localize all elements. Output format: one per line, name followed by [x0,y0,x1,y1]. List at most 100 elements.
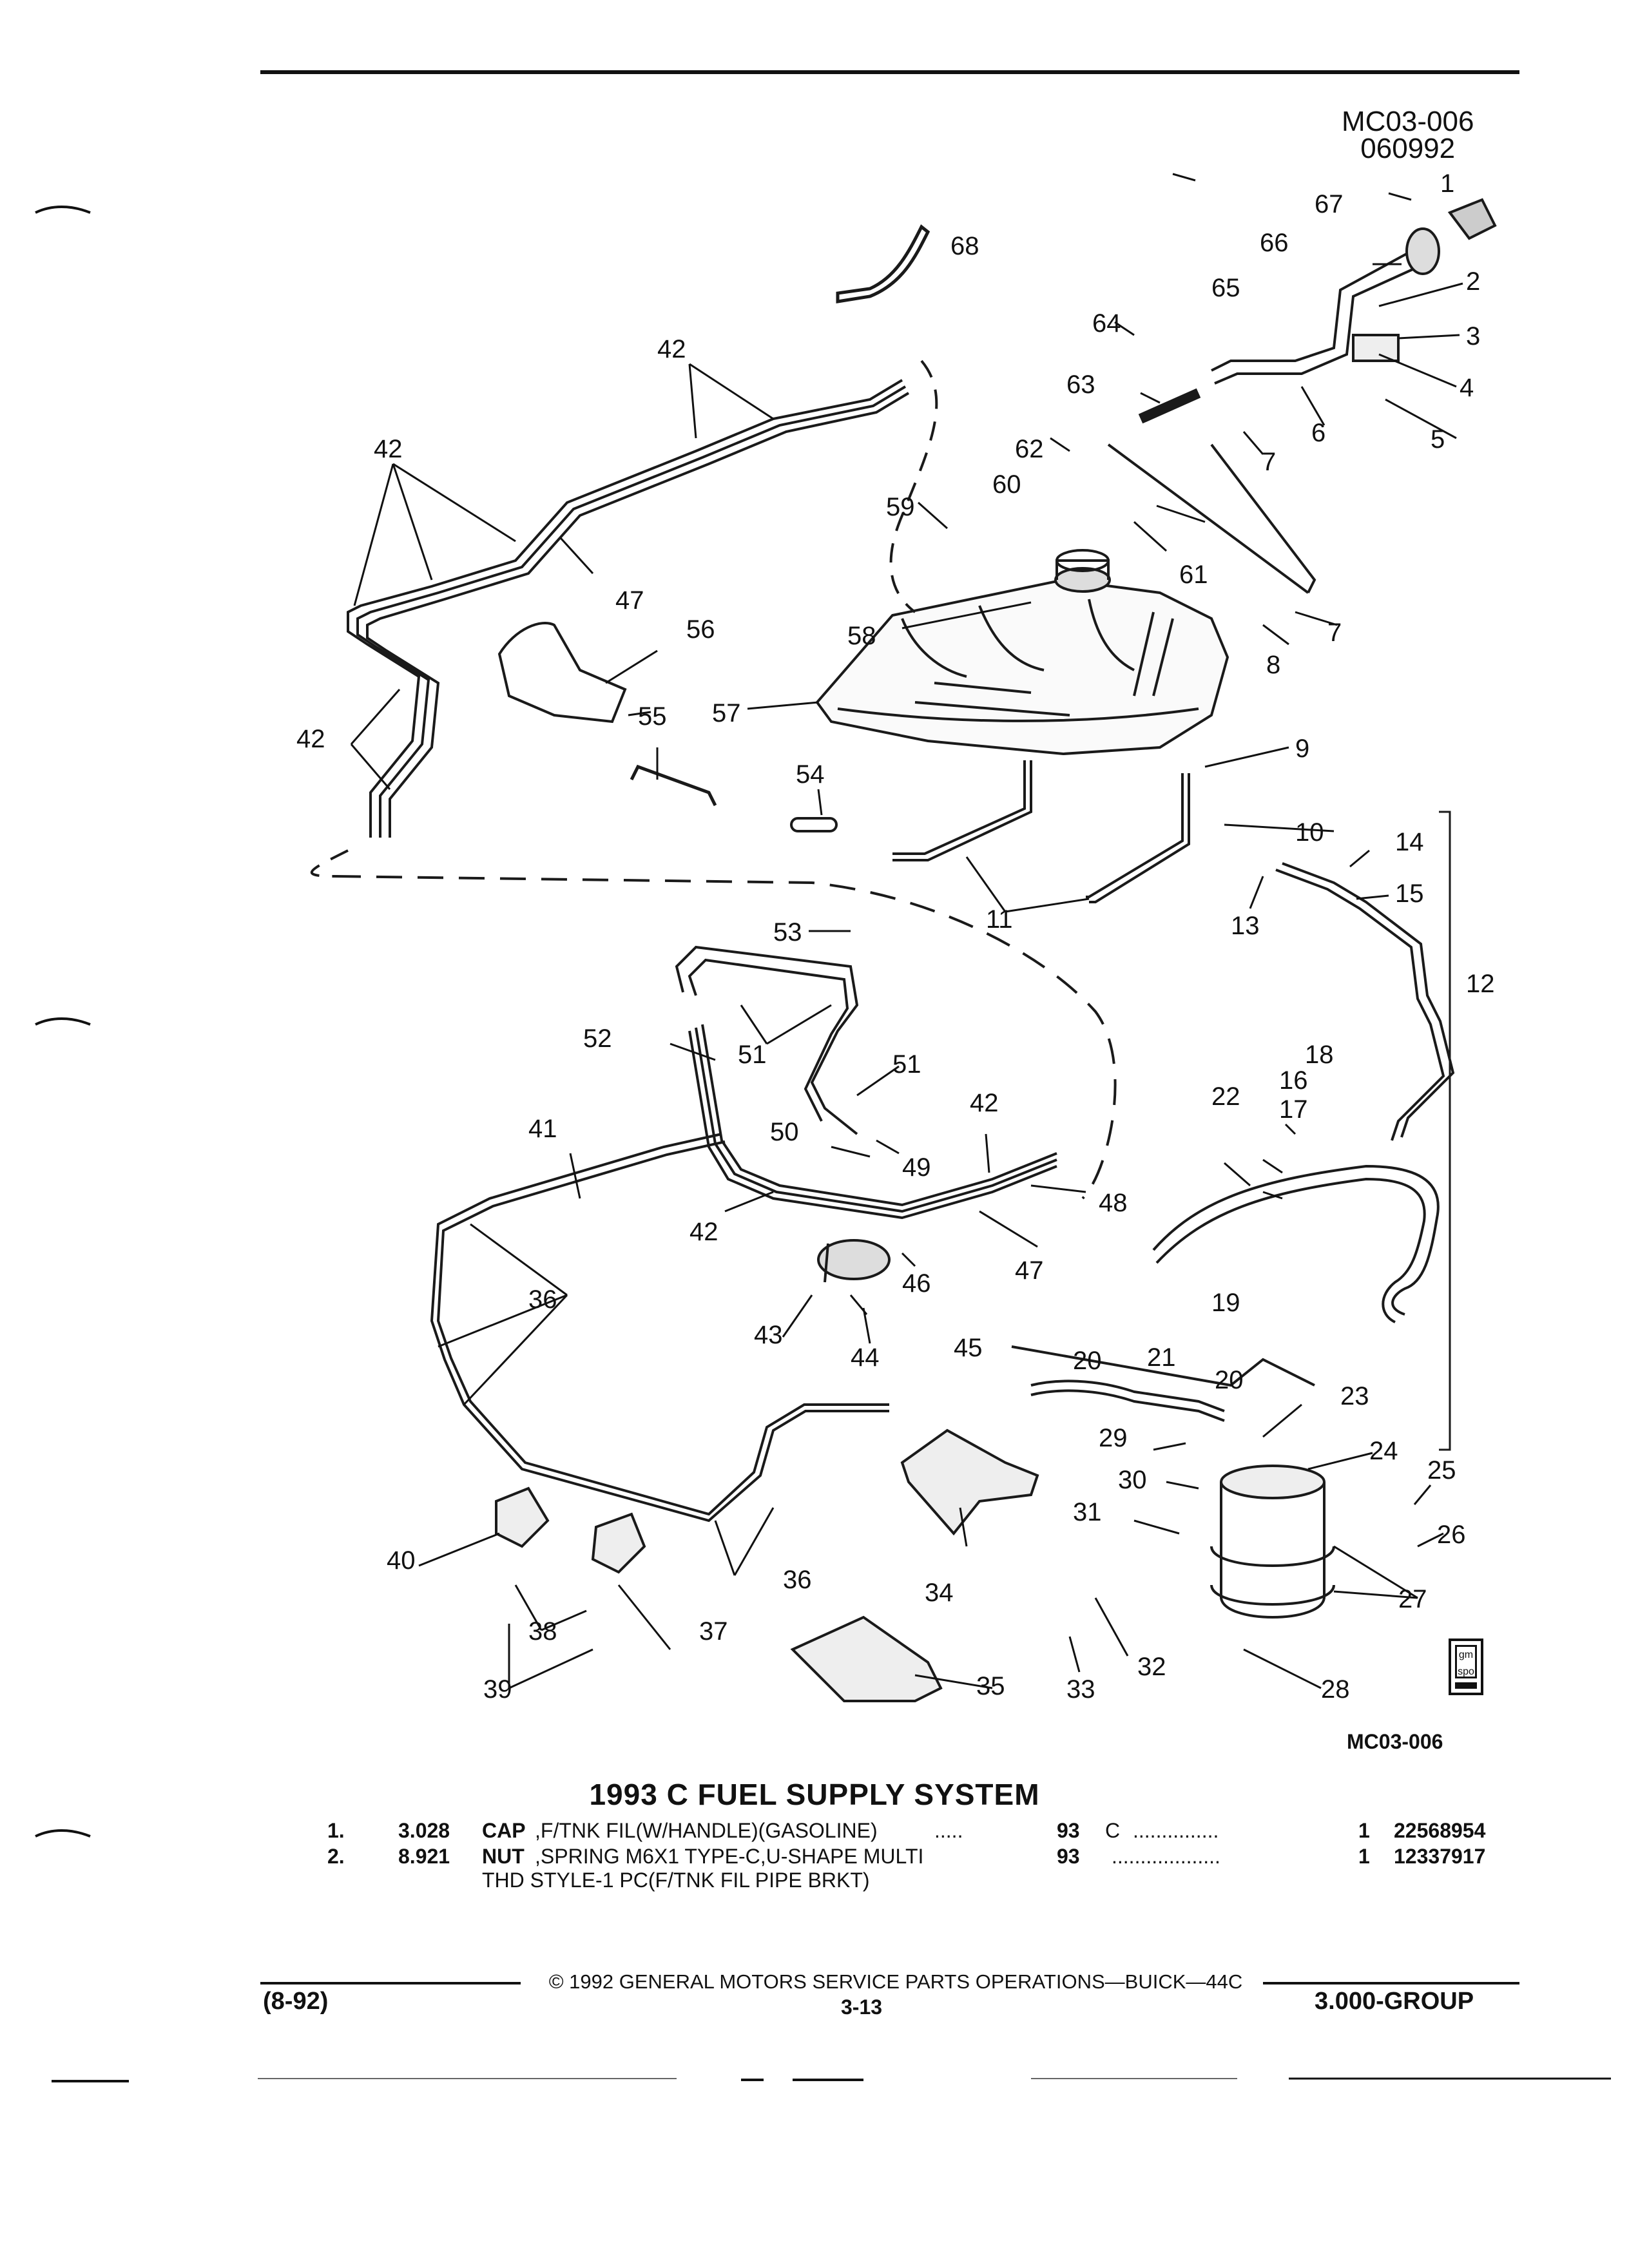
callout-28: 28 [1321,1675,1350,1704]
callout-42d: 42 [970,1089,999,1117]
callout-10: 10 [1295,818,1324,847]
part-2-name: NUT [482,1845,525,1868]
part-1-name: CAP [482,1819,526,1842]
leader-lines [350,173,1463,1689]
callout-54: 54 [796,760,825,789]
callout-26: 26 [1437,1521,1466,1549]
part-1-desc: ,F/TNK FIL(W/HANDLE)(GASOLINE) [535,1819,878,1842]
callout-20b: 20 [1215,1366,1244,1394]
callout-6: 6 [1311,419,1325,447]
callout-45: 45 [954,1334,983,1362]
callout-68: 68 [950,232,979,260]
callout-7b: 7 [1327,619,1342,647]
callout-39: 39 [483,1675,512,1704]
part-2-desc-cont: THD STYLE-1 PC(F/TNK FIL PIPE BRKT) [482,1869,870,1892]
footer-copyright: © 1992 GENERAL MOTORS SERVICE PARTS OPER… [548,1970,1243,1993]
callout-42b: 42 [374,435,403,463]
figure-reference: MC03-006 [1347,1730,1443,1753]
part-1-part-number: 22568954 [1394,1819,1486,1842]
callout-47a: 47 [615,586,644,615]
callout-60: 60 [992,470,1021,499]
part-1-code: C [1105,1819,1121,1842]
callout-52: 52 [583,1024,612,1053]
callout-24: 24 [1369,1437,1398,1465]
fuel-lines-upper [310,360,1117,1200]
callout-50: 50 [770,1118,799,1146]
tank-straps-11 [892,760,1190,903]
part-1-qty: 1 [1358,1819,1370,1842]
callout-33: 33 [1066,1675,1095,1704]
heat-shield-56 [497,622,627,724]
callout-64: 64 [1092,309,1121,338]
callout-21: 21 [1147,1343,1176,1372]
callout-63: 63 [1066,370,1095,399]
rod-55 [630,764,717,807]
callout-51a: 51 [738,1041,767,1069]
callout-51b: 51 [892,1050,921,1079]
part-1-dots1: ..... [934,1819,963,1842]
pin-54 [790,817,838,832]
callout-1: 1 [1440,169,1454,198]
strap-68 [836,224,930,303]
footer-group: 3.000-GROUP [1315,1988,1474,2015]
callout-2: 2 [1466,267,1480,296]
callout-66: 66 [1260,229,1289,257]
callout-5: 5 [1431,425,1445,454]
callout-46: 46 [902,1269,931,1298]
callout-44: 44 [851,1343,880,1372]
callout-13: 13 [1231,912,1260,940]
callout-36a: 36 [528,1285,557,1314]
callout-38: 38 [528,1617,557,1646]
diagram-date: 060992 [1360,133,1456,164]
callout-14: 14 [1395,828,1424,856]
callout-62: 62 [1015,435,1044,463]
part-2-qty: 1 [1358,1845,1370,1868]
section-title: 1993 C FUEL SUPPLY SYSTEM [589,1778,1040,1811]
callout-41: 41 [528,1115,557,1143]
callout-65: 65 [1211,274,1240,302]
filler-pipe-drawing [1107,198,1497,594]
part-1-dots2: ............... [1133,1819,1219,1842]
footer-page-number: 3-13 [841,1995,883,2019]
canister-27 [1210,1465,1335,1619]
callout-43: 43 [754,1321,783,1349]
callout-31: 31 [1073,1498,1102,1526]
callout-15: 15 [1395,879,1424,908]
part-2-desc: ,SPRING M6X1 TYPE-C,U-SHAPE MULTI [535,1845,924,1868]
diagram-header-code: MC03-006 060992 [1342,108,1474,164]
callout-58: 58 [847,622,876,650]
callout-56: 56 [686,615,715,644]
callout-40: 40 [387,1546,416,1575]
callout-42c: 42 [296,725,325,753]
callout-11: 11 [986,905,1013,934]
callout-49: 49 [902,1153,931,1182]
callout-19: 19 [1211,1289,1240,1317]
gm-spo-logo-stripe [1455,1682,1477,1689]
fuel-tank-drawing [815,549,1229,756]
callout-18: 18 [1305,1041,1334,1069]
callout-42e: 42 [689,1218,718,1246]
gm-spo-logo: gm spo [1449,1639,1483,1695]
callout-32: 32 [1137,1653,1166,1681]
part-2-dots2: ................... [1112,1845,1220,1868]
callout-35: 35 [976,1672,1005,1700]
callout-37: 37 [699,1617,728,1646]
callout-48: 48 [1099,1189,1128,1217]
hose-22-inner [1155,1177,1426,1323]
part-2-ref: 8.921 [398,1845,450,1868]
callout-67: 67 [1315,190,1344,218]
callout-42a: 42 [657,335,686,363]
callout-16: 16 [1279,1066,1308,1095]
footer-date: (8-92) [263,1988,329,2015]
callout-61: 61 [1179,561,1208,589]
callout-53: 53 [773,918,802,947]
callout-36b: 36 [783,1566,812,1594]
part-1-ref: 3.028 [398,1819,450,1842]
callout-20a: 20 [1073,1347,1102,1375]
callout-23: 23 [1340,1382,1369,1410]
callout-59: 59 [886,493,915,521]
callout-12: 12 [1466,970,1495,998]
brackets [495,1428,1039,1702]
fuel-lines-right [1275,811,1455,1451]
